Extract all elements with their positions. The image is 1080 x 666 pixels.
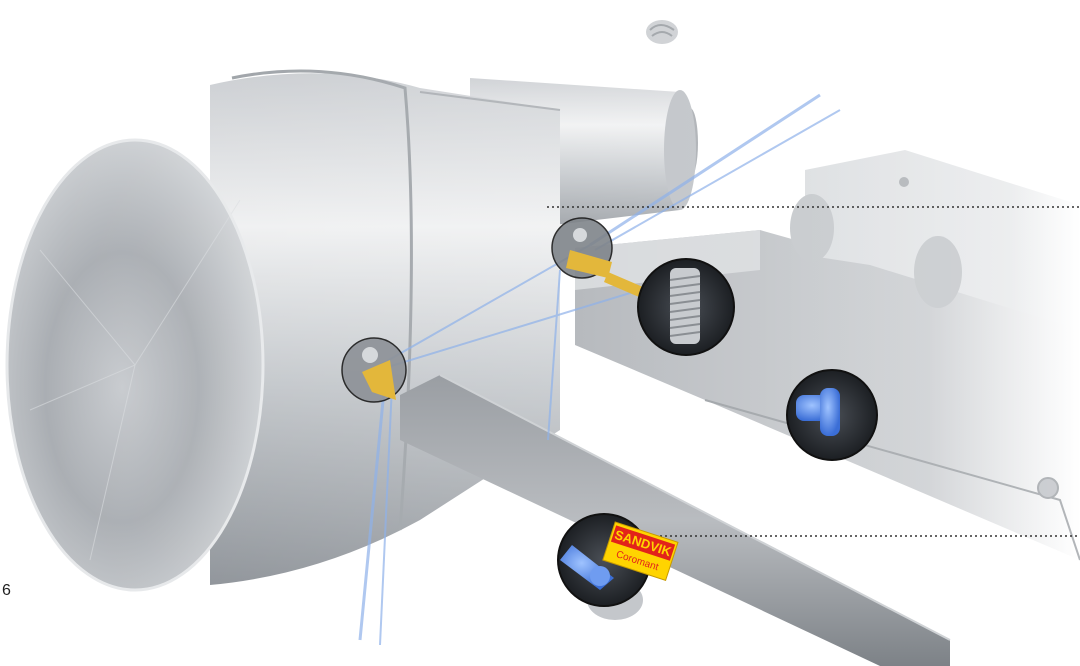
sandvik-logo: SANDVIK Coromant (602, 521, 679, 582)
callout-lines (547, 206, 1080, 537)
coolant-channel-magnifier (786, 369, 878, 461)
screw-magnifier (637, 258, 735, 356)
page-number: 6 (2, 582, 11, 599)
upper-insert-magnifier (551, 217, 650, 300)
insert-magnifier (341, 337, 407, 403)
coolant-jets (358, 93, 841, 646)
